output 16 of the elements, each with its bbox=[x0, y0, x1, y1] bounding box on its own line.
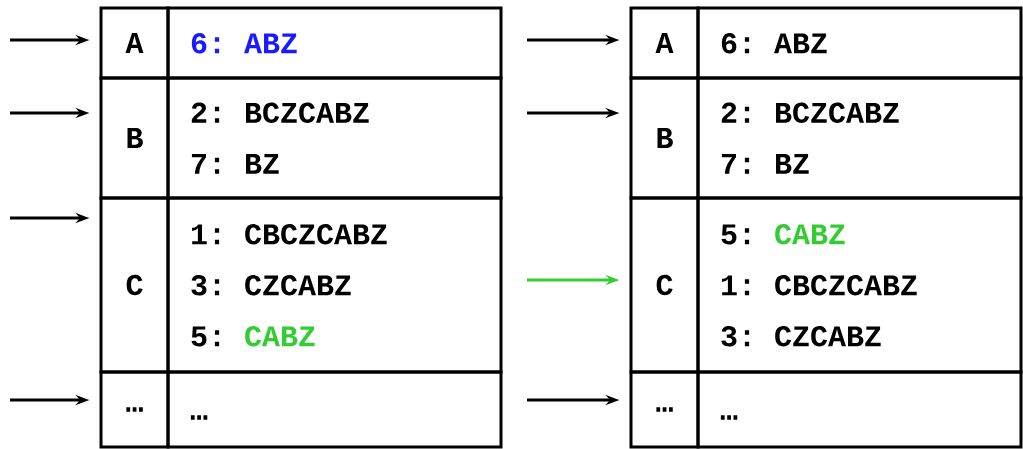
table-cell: 6: ABZ bbox=[166, 6, 503, 80]
table-cell: … bbox=[166, 370, 503, 449]
table-cell: C bbox=[99, 196, 170, 374]
table-cell: A bbox=[629, 6, 700, 80]
table-cell: B bbox=[99, 76, 170, 200]
table-cell: A bbox=[99, 6, 170, 80]
table-cell: 2: BCZCABZ 7: BZ bbox=[166, 76, 503, 200]
table-cell: … bbox=[696, 370, 1023, 449]
table-cell: 1: CBCZCABZ 3: CZCABZ 5: CABZ bbox=[166, 196, 503, 374]
table-cell: 2: BCZCABZ 7: BZ bbox=[696, 76, 1023, 200]
table-cell: B bbox=[629, 76, 700, 200]
table-cell: 5: CABZ 1: CBCZCABZ 3: CZCABZ bbox=[696, 196, 1023, 374]
table-cell: … bbox=[629, 370, 700, 449]
table-cell: C bbox=[629, 196, 700, 374]
table-cell: … bbox=[99, 370, 170, 449]
table-cell: 6: ABZ bbox=[696, 6, 1023, 80]
